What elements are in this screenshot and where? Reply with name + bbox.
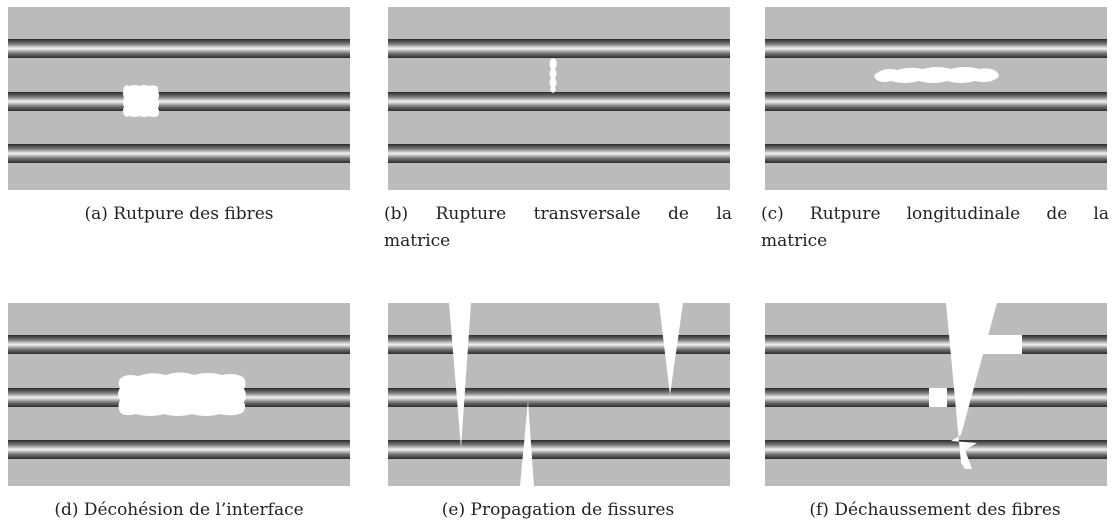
caption-a-text: (a) Rutpure des fibres <box>84 204 274 224</box>
fiber-top <box>8 39 350 58</box>
panel-f-fiber-pullout <box>765 303 1107 486</box>
fiber-top <box>765 335 1107 354</box>
caption-b-line2: matrice <box>384 231 451 251</box>
debonding-damage <box>118 372 246 416</box>
fiber-bottom <box>8 440 350 459</box>
fiber-middle <box>388 388 730 407</box>
panel-d-interface-debonding <box>8 303 350 486</box>
crack-right <box>659 303 683 395</box>
fiber-bottom <box>388 144 730 163</box>
crack-left <box>449 303 471 448</box>
caption-e-text: (e) Propagation de fissures <box>441 500 675 520</box>
pullout-gap-top <box>970 335 1022 354</box>
panel-c-longitudinal-matrix-rupture <box>765 7 1107 190</box>
caption-b: (b) Rupture transversale de la matrice <box>384 201 732 255</box>
caption-f-text: (f) Déchaussement des fibres <box>809 500 1061 520</box>
caption-c-line2: matrice <box>761 231 828 251</box>
panel-a-fiber-rupture <box>8 7 350 190</box>
fiber-top <box>388 39 730 58</box>
panel-e-crack-propagation <box>388 303 730 486</box>
caption-f: (f) Déchaussement des fibres <box>761 497 1109 524</box>
crack-center <box>520 401 534 486</box>
caption-c-line1: (c) Rutpure longitudinale de la <box>761 204 1109 224</box>
fiber-break-damage <box>123 85 159 117</box>
fiber-top <box>388 335 730 354</box>
transverse-crack-damage <box>549 58 557 93</box>
fiber-middle <box>8 92 350 111</box>
fiber-bottom <box>765 144 1107 163</box>
pullout-gap-middle <box>929 388 947 407</box>
fiber-bottom <box>765 440 1107 459</box>
caption-e: (e) Propagation de fissures <box>384 497 732 524</box>
caption-d: (d) Décohésion de l’interface <box>5 497 353 524</box>
caption-d-text: (d) Décohésion de l’interface <box>54 500 304 520</box>
fiber-top <box>8 335 350 354</box>
fiber-top <box>765 39 1107 58</box>
fiber-bottom <box>8 144 350 163</box>
longitudinal-crack-damage <box>874 67 999 83</box>
fiber-middle <box>765 92 1107 111</box>
fiber-middle <box>388 92 730 111</box>
caption-a: (a) Rutpure des fibres <box>5 201 353 228</box>
caption-c: (c) Rutpure longitudinale de la matrice <box>761 201 1109 255</box>
fiber-bottom <box>388 440 730 459</box>
panel-b-transverse-matrix-rupture <box>388 7 730 190</box>
caption-b-line1: (b) Rupture transversale de la <box>384 204 732 224</box>
